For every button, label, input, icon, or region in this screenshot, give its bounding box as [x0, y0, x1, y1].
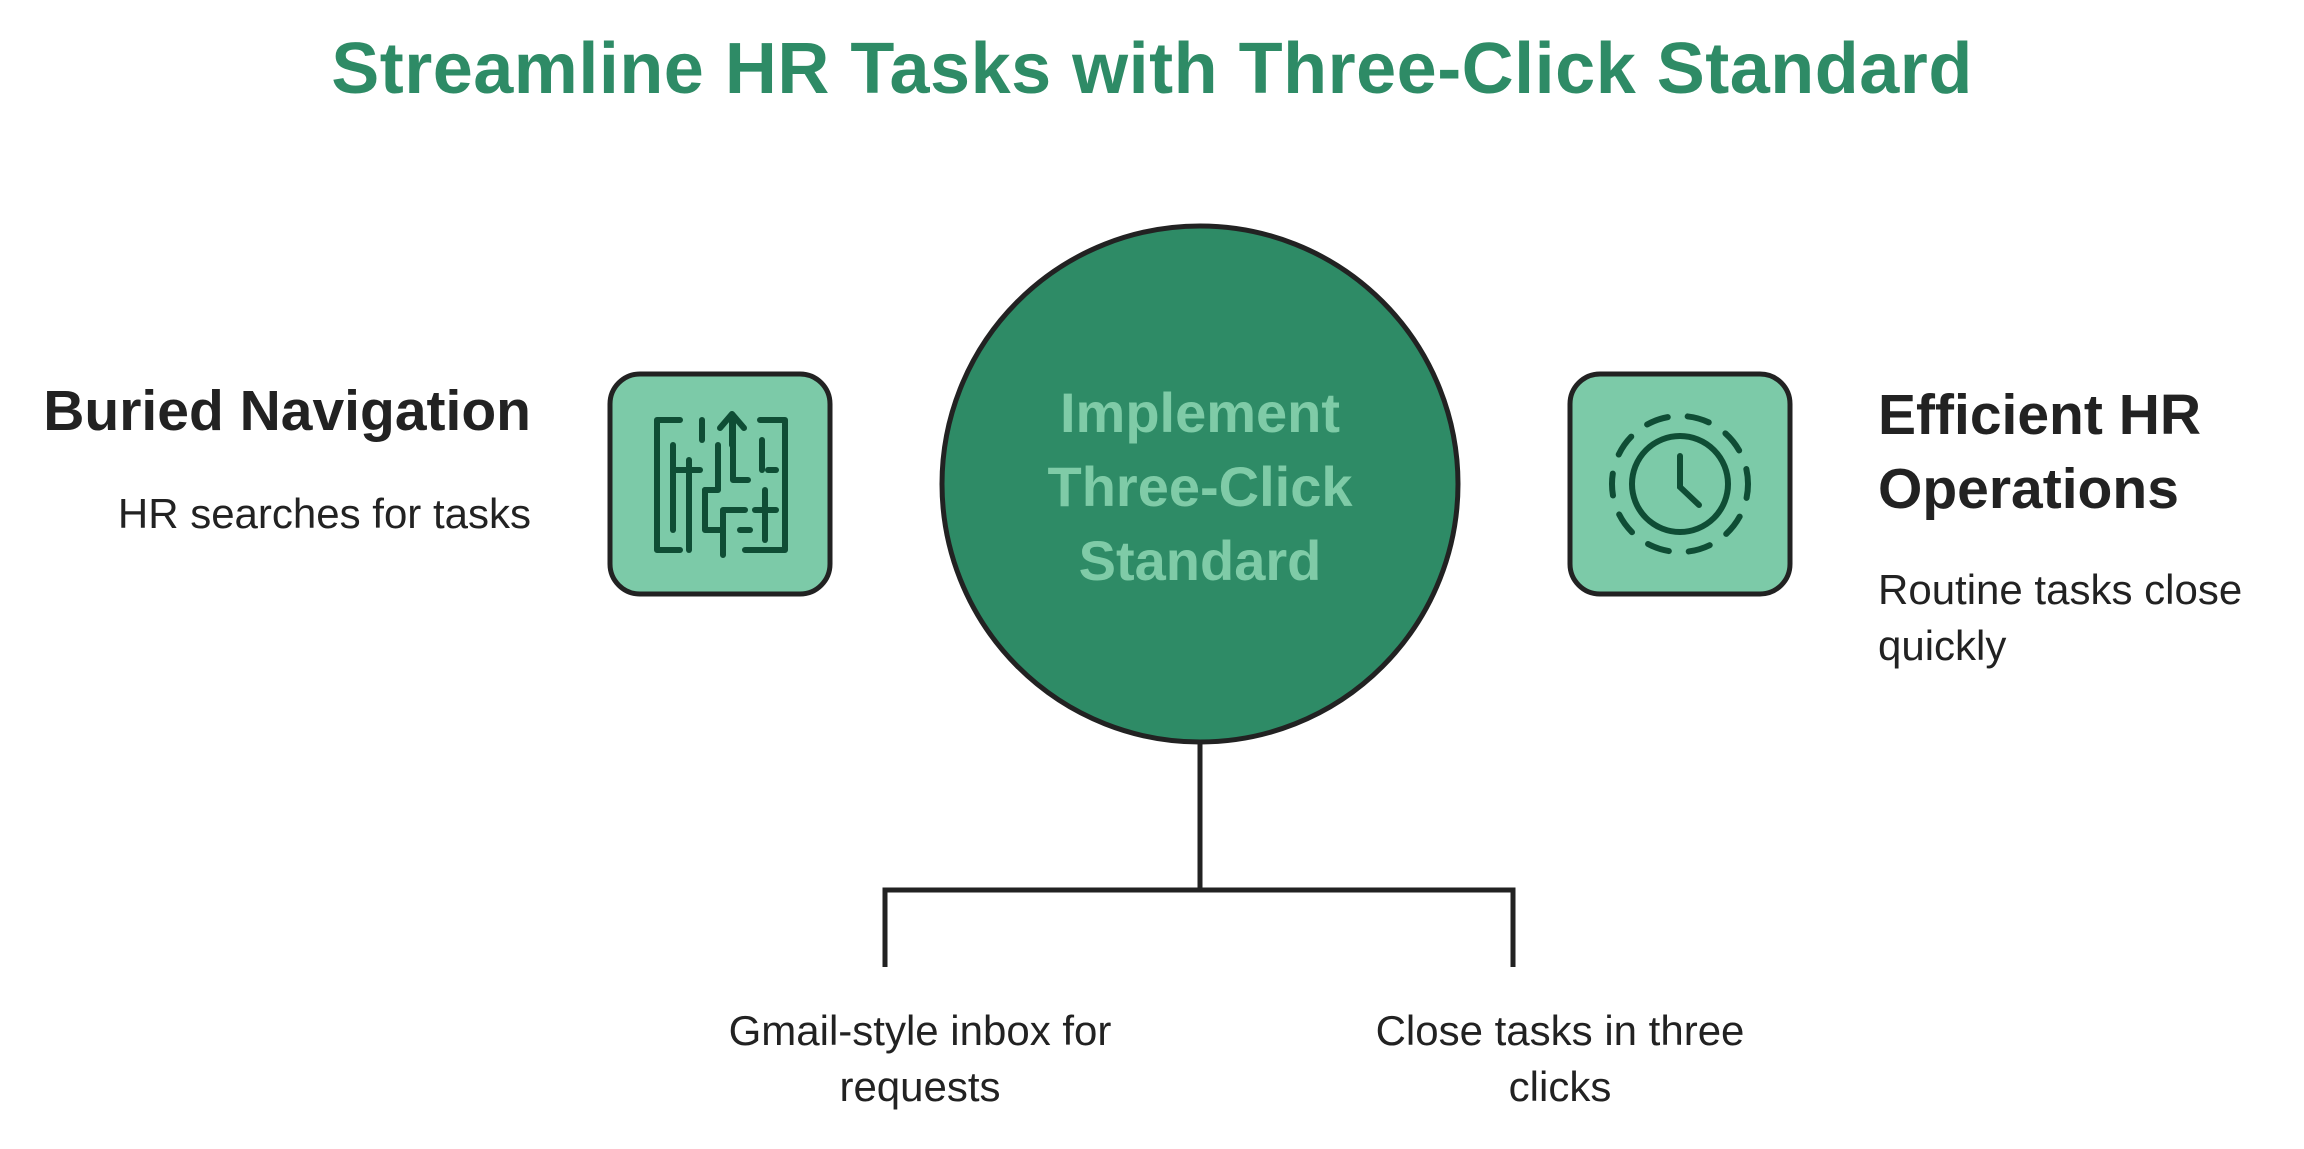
left-description: HR searches for tasks: [117, 490, 531, 537]
center-label: Implement Three-Click Standard: [1047, 381, 1353, 592]
diagram-title: Streamline HR Tasks with Three-Click Sta…: [331, 29, 1973, 109]
left-heading: Buried Navigation: [43, 379, 531, 443]
maze-icon: [654, 411, 788, 558]
branch-connector: [882, 740, 1516, 967]
left-icon-box: [607, 371, 833, 597]
right-description: Routine tasks close quickly: [1878, 566, 2243, 669]
center-circle: [939, 223, 1461, 745]
branch-label-inbox: Gmail-style inbox for requests: [728, 1007, 1112, 1110]
right-icon-box: [1567, 371, 1793, 597]
clock-icon: [1609, 413, 1751, 555]
right-heading: Efficient HR Operations: [1878, 383, 2202, 521]
branch-label-three-clicks: Close tasks in three clicks: [1375, 1007, 1745, 1110]
